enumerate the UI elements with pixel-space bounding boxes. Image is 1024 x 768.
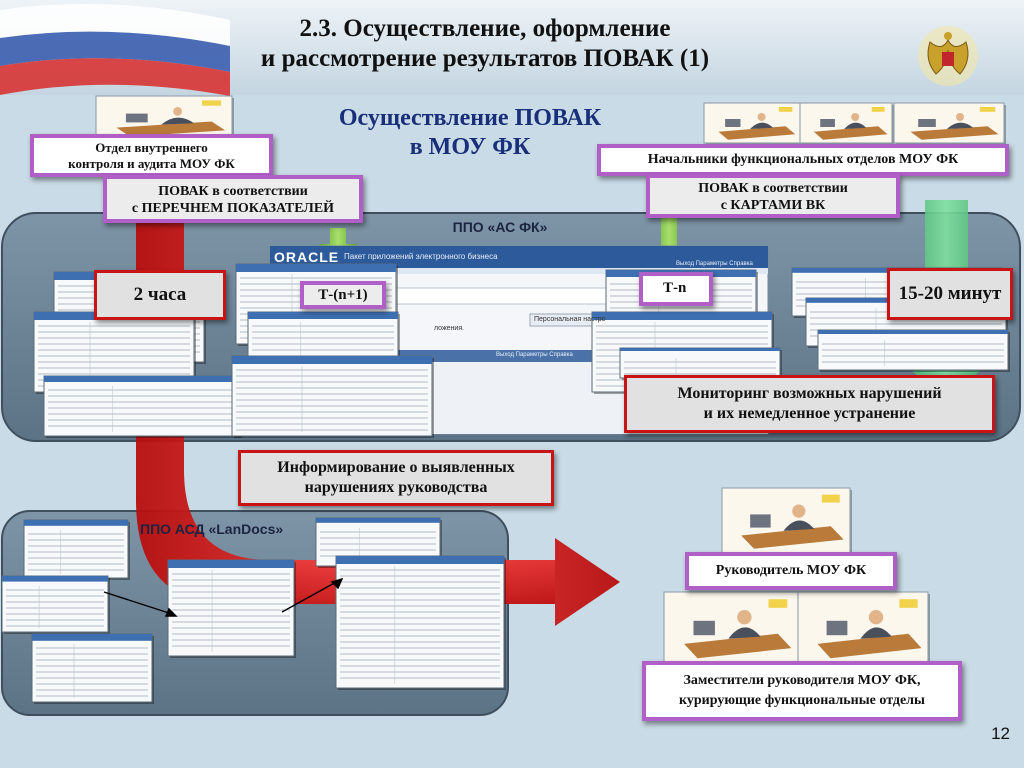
deputies-line1: Заместители руководителя МОУ ФК, — [683, 673, 921, 688]
povak-indicators-line2: с ПЕРЕЧНЕМ ПОКАЗАТЕЛЕЙ — [131, 201, 335, 216]
slide-title-line2: и рассмотрение результатов ПОВАК (1) — [260, 45, 710, 72]
screenshot-thumbnail-2 — [43, 375, 242, 438]
deputies-box: Заместители руководителя МОУ ФК, курирую… — [642, 661, 962, 721]
screenshot-thumbnail-17 — [335, 555, 506, 690]
center-heading-line1: Осуществление ПОВАК — [338, 105, 602, 131]
povak-indicators-box: ПОВАК в соответствии с ПЕРЕЧНЕМ ПОКАЗАТЕ… — [103, 175, 363, 223]
oracle-subtitle: Пакет приложений электронного бизнеса — [344, 252, 498, 261]
head-of-mou-fk-box: Руководитель МОУ ФК — [685, 552, 897, 590]
dept-line2: контроля и аудита МОУ ФК — [68, 156, 235, 171]
dept-line1: Отдел внутреннего — [95, 140, 208, 155]
deputies-line2: курирующие функциональные отделы — [679, 693, 925, 708]
oracle-menu[interactable]: Выход Параметры Справка — [676, 261, 753, 267]
pointer-arrows — [103, 577, 344, 617]
povak-indicators-line1: ПОВАК в соответствии — [158, 184, 308, 199]
period-t-n-plus-1-box: Т-(n+1) — [300, 281, 386, 309]
page-number: 12 — [991, 724, 1010, 743]
flag-decoration — [0, 3, 230, 96]
office-pictures — [95, 95, 1006, 145]
povak-maps-line1: ПОВАК в соответствии — [698, 181, 848, 196]
screenshot-thumbnail-14 — [31, 633, 154, 704]
informing-line2: нарушениях руководства — [304, 479, 488, 496]
functional-heads-box: Начальники функциональных отделов МОУ ФК — [597, 144, 1009, 176]
emblem-icon — [918, 26, 978, 86]
povak-maps-line2: с КАРТАМИ ВК — [720, 198, 826, 213]
func-office-picture-1 — [703, 102, 802, 145]
fifteen-twenty-minutes-box: 15-20 минут — [887, 268, 1013, 320]
screenshot-thumbnail-5 — [231, 355, 434, 438]
center-heading: Осуществление ПОВАК в МОУ ФК — [280, 104, 660, 162]
dept-office-picture — [95, 95, 234, 142]
oracle-bottom-menu[interactable]: Выход Параметры Справка — [496, 352, 573, 358]
landocs-label: ППО АСД «LanDocs» — [140, 521, 284, 537]
monitoring-line2: и их немедленное устранение — [703, 405, 916, 422]
povak-maps-box: ПОВАК в соответствии с КАРТАМИ ВК — [646, 174, 900, 218]
oracle-personal-button[interactable]: Персональная настро — [534, 316, 606, 323]
screenshot-thumbnail-12 — [23, 519, 130, 580]
deputy-office-picture-1 — [663, 591, 800, 666]
center-heading-line2: в МОУ ФК — [409, 134, 531, 160]
monitoring-line1: Мониторинг возможных нарушений — [677, 385, 942, 402]
period-t-n-box: Т-n — [639, 272, 713, 306]
deputy-office-picture-2 — [797, 591, 930, 666]
screenshot-thumbnail-8 — [817, 329, 1010, 372]
as-fk-label: ППО «АС ФК» — [452, 219, 548, 235]
screenshot-thumbnail-13 — [1, 575, 110, 634]
informing-box: Информирование о выявленных нарушениях р… — [238, 450, 554, 506]
screenshot-thumbnail-15 — [167, 559, 296, 658]
head-office-picture — [721, 487, 852, 556]
func-office-picture-2 — [799, 102, 894, 145]
informing-line1: Информирование о выявленных — [277, 459, 515, 476]
two-hours-box: 2 часа — [94, 270, 226, 320]
func-office-picture-3 — [893, 102, 1006, 145]
internal-control-dept-box: Отдел внутреннего контроля и аудита МОУ … — [30, 134, 273, 177]
oracle-text: ложения. — [434, 325, 465, 332]
slide-title-line1: 2.3. Осуществление, оформление — [299, 15, 671, 42]
slide-title: 2.3. Осуществление, оформление и рассмот… — [190, 14, 780, 74]
oracle-logo: ORACLE — [274, 249, 340, 265]
recipient-pictures — [663, 487, 930, 666]
monitoring-box: Мониторинг возможных нарушений и их неме… — [624, 375, 995, 433]
